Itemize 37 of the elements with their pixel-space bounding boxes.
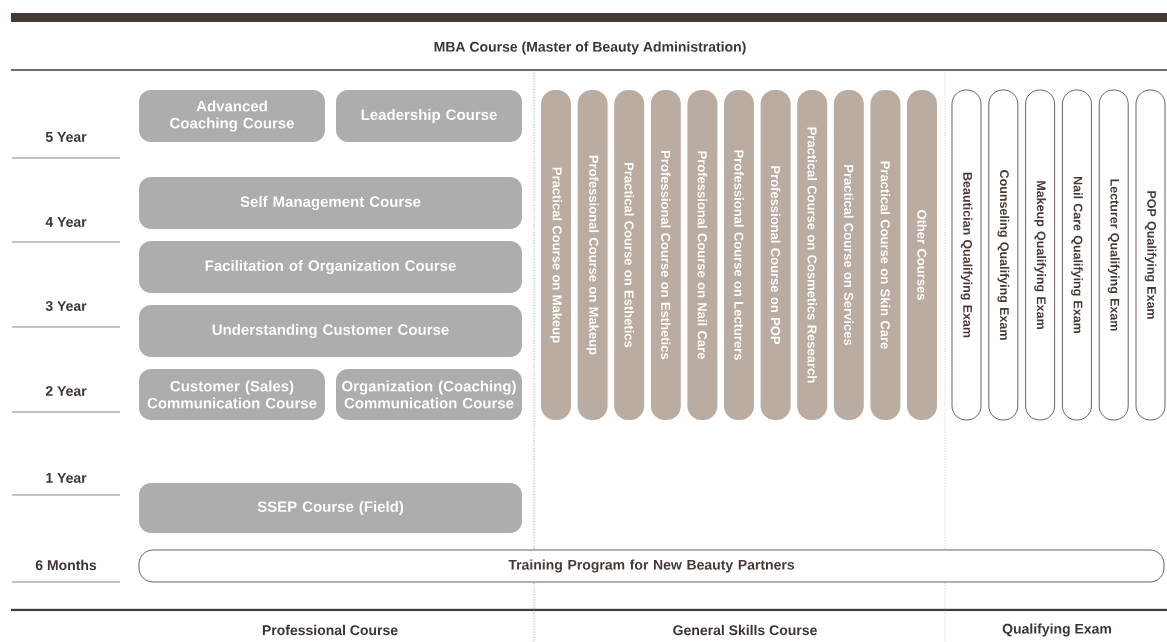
exam-pill: Counseling Qualifying Exam — [988, 89, 1019, 421]
course-box: Leadership Course — [336, 90, 522, 142]
exam-pill: Beautician Qualifying Exam — [951, 89, 982, 421]
year-label: 3 Year — [45, 301, 87, 311]
year-label: 4 Year — [45, 217, 87, 227]
course-pill: Professional Course on Lecturers — [724, 90, 754, 420]
course-pill: Practical Course on Cosmetics Research — [797, 90, 828, 420]
course-box: SSEP Course (Field) — [139, 483, 522, 533]
year-label: 6 Months — [35, 559, 97, 571]
exam-pill: Nail Care Qualifying Exam — [1062, 89, 1092, 421]
course-pill: Professional Course on Makeup — [577, 90, 608, 420]
course-box: Facilitation of Organization Course — [139, 241, 522, 293]
node-label: Training Program for New Beauty Partners — [508, 559, 795, 573]
course-box: Customer (Sales) Communication Course — [139, 369, 325, 420]
course-box: Organization (Coaching) Communication Course — [336, 369, 522, 420]
course-pill: Practical Course on Esthetics — [614, 90, 645, 420]
column-label: General Skills Course — [673, 624, 817, 636]
exam-pill: POP Qualifying Exam — [1135, 89, 1166, 421]
year-label: 1 Year — [46, 473, 87, 483]
year-label: 2 Year — [45, 386, 87, 396]
column-label: Qualifying Exam — [1002, 623, 1111, 637]
exam-pill: Lecturer Qualifying Exam — [1098, 89, 1129, 421]
program-pill: Training Program for New Beauty Partners — [138, 549, 1165, 583]
year-label: 5 Year — [45, 132, 87, 142]
course-pill: Other Courses — [907, 90, 937, 420]
course-pill: Practical Course on Skin Care — [870, 90, 901, 420]
course-box: Understanding Customer Course — [139, 305, 522, 357]
course-pill: Professional Course on POP — [760, 90, 791, 420]
exam-pill: Makeup Qualifying Exam — [1025, 89, 1055, 421]
course-pill: Professional Course on Esthetics — [650, 90, 681, 420]
course-box: Advanced Coaching Course — [139, 90, 325, 142]
course-box: Self Management Course — [139, 177, 522, 229]
column-label: Professional Course — [262, 624, 398, 636]
heading: MBA Course (Master of Beauty Administration) — [434, 41, 746, 55]
course-pill: Practical Course on Makeup — [541, 90, 571, 420]
course-pill: Professional Course on Nail Care — [687, 90, 718, 420]
course-pill: Practical Course on Services — [833, 90, 864, 420]
